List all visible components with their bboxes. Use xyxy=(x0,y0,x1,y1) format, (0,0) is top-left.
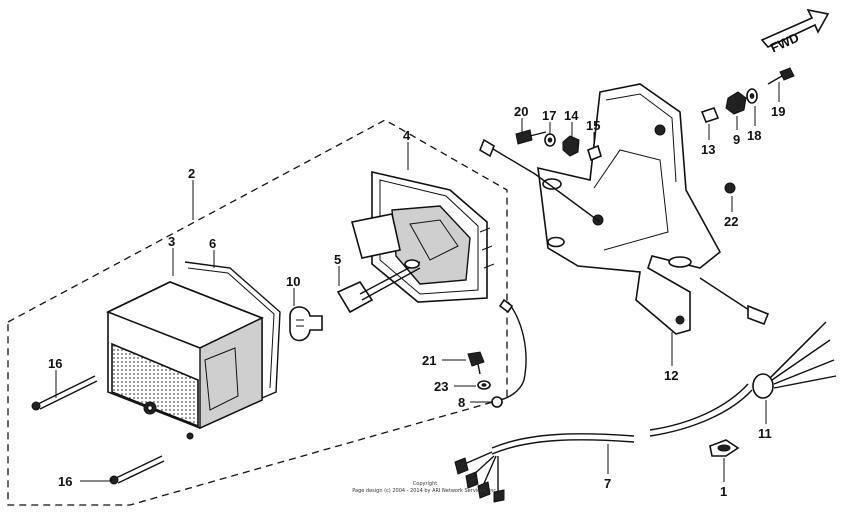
callout-leaders xyxy=(55,82,780,482)
license-bracket-part-12 xyxy=(537,83,722,335)
wire-harness-part-11 xyxy=(649,321,837,437)
callout-5: 5 xyxy=(334,252,341,267)
callout-16-upper: 16 xyxy=(48,356,62,371)
callout-22: 22 xyxy=(724,214,738,229)
washer-part-23 xyxy=(477,380,491,390)
callout-8: 8 xyxy=(458,395,465,410)
lens-gasket-part-6 xyxy=(184,261,281,399)
callout-2: 2 xyxy=(188,166,195,181)
screw-part-16-upper xyxy=(31,375,98,411)
bulb-socket-part-5 xyxy=(336,259,421,314)
wire-harness-part-7 xyxy=(454,433,635,503)
rubber-part-9 xyxy=(725,91,747,115)
grommet-part-1 xyxy=(709,439,740,457)
fwd-arrow: FWD xyxy=(760,8,830,56)
callout-18: 18 xyxy=(747,128,761,143)
copyright-line-1: Copyright xyxy=(413,481,437,487)
collar-part-13 xyxy=(700,107,720,123)
callout-20: 20 xyxy=(514,104,528,119)
lamp-base-part-4 xyxy=(350,170,495,303)
callout-13: 13 xyxy=(701,142,715,157)
nut-part-14 xyxy=(562,135,580,157)
callout-12: 12 xyxy=(664,368,678,383)
bolt-part-21 xyxy=(467,351,485,375)
callout-23: 23 xyxy=(434,379,448,394)
washer-part-18 xyxy=(746,88,758,104)
ground-wire-part-8 xyxy=(491,298,527,408)
callout-labels: 2 3 6 4 5 10 16 16 21 23 8 20 17 14 15 1… xyxy=(48,104,785,499)
copyright-notice: Copyright Page design (c) 2004 - 2014 by… xyxy=(352,481,498,494)
nut-part-22 xyxy=(724,182,736,194)
bulb-part-10 xyxy=(289,306,323,342)
callout-11: 11 xyxy=(758,426,772,441)
assembly-outline xyxy=(7,119,508,506)
washer-part-17 xyxy=(544,133,556,147)
taillight-housing-part-3 xyxy=(106,281,264,440)
bracket-wire-harness xyxy=(479,138,770,326)
callout-1: 1 xyxy=(720,484,727,499)
screw-part-16-lower xyxy=(109,455,165,485)
bolt-part-19 xyxy=(767,67,795,85)
callout-7: 7 xyxy=(604,476,611,491)
callout-10: 10 xyxy=(286,274,300,289)
callout-6: 6 xyxy=(209,236,216,251)
bolt-part-20 xyxy=(515,129,547,145)
fwd-label: FWD xyxy=(768,30,801,56)
callout-17: 17 xyxy=(542,108,556,123)
callout-19: 19 xyxy=(771,104,785,119)
callout-16-lower: 16 xyxy=(58,474,72,489)
collar-part-15 xyxy=(587,144,602,162)
callout-14: 14 xyxy=(564,108,579,123)
callout-4: 4 xyxy=(403,128,411,143)
callout-15: 15 xyxy=(586,118,600,133)
callout-9: 9 xyxy=(733,132,740,147)
copyright-line-2: Page design (c) 2004 - 2014 by ARI Netwo… xyxy=(352,488,498,494)
callout-3: 3 xyxy=(168,234,175,249)
callout-21: 21 xyxy=(422,353,436,368)
